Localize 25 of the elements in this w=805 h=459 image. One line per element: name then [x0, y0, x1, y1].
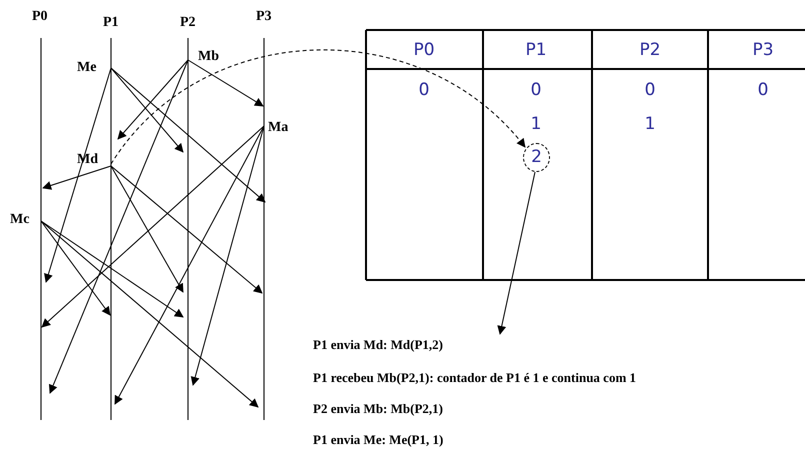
- table-cell-text: P3: [751, 40, 775, 60]
- note-text: P1 envia Me: Me(P1, 1): [313, 432, 444, 448]
- table-cell-text: 1: [644, 114, 656, 134]
- message-label: Ma: [268, 120, 288, 136]
- table-cell-text: 0: [530, 80, 542, 100]
- table-cell-text: 0: [644, 80, 656, 100]
- table-cell-text: 0: [418, 80, 430, 100]
- process-label: P0: [32, 9, 48, 25]
- message-label: Me: [77, 60, 96, 76]
- process-label: P3: [256, 9, 272, 25]
- circled-number: 2: [523, 143, 550, 172]
- message-label: Mc: [10, 212, 30, 228]
- table-cell-text: P2: [638, 40, 662, 60]
- note-text: P2 envia Mb: Mb(P2,1): [313, 401, 443, 417]
- note-text: P1 envia Md: Md(P1,2): [313, 337, 503, 355]
- process-label: P1: [103, 15, 119, 31]
- table-cell-text: P0: [412, 40, 436, 60]
- table-cell-text: 0: [756, 80, 770, 100]
- note-text: P1 recebeu Mb(P2,1): contador de P1 é 1 e continua com 1: [313, 370, 636, 386]
- table-cell-text: 1: [530, 114, 542, 134]
- process-label: P2: [180, 15, 196, 31]
- arrow: [497, 172, 536, 335]
- dashed-arrow: [110, 50, 526, 164]
- message-label: Mb: [198, 49, 219, 65]
- table-cell-text: P1: [524, 40, 548, 60]
